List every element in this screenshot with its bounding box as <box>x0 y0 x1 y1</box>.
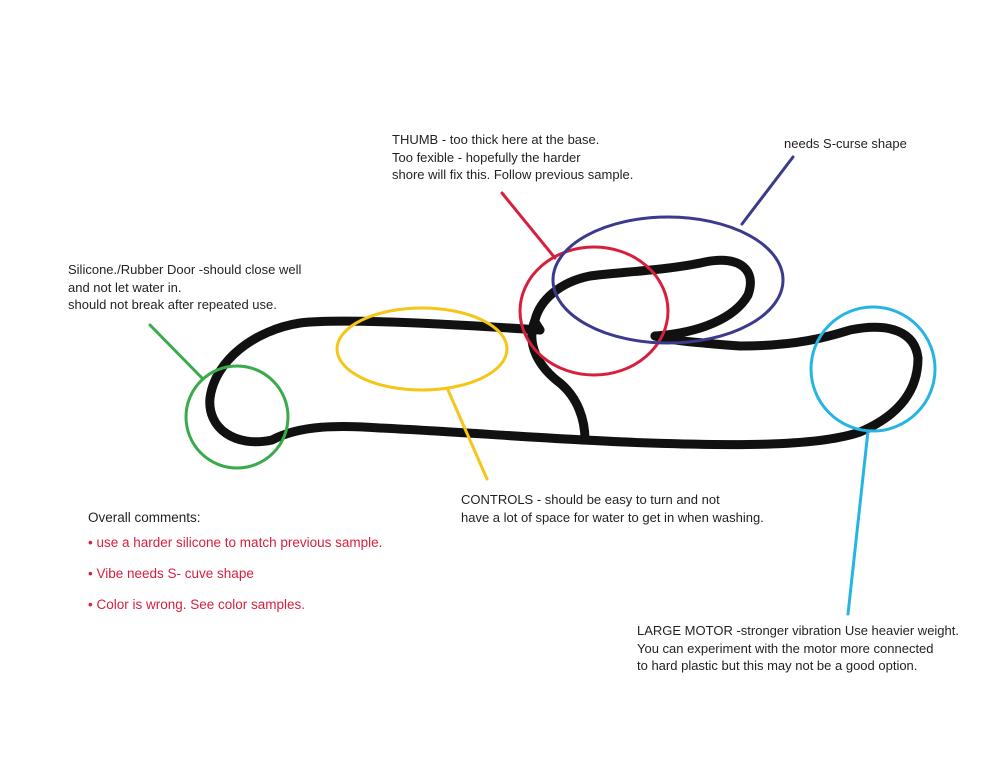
controls-marker-ellipse <box>335 306 509 392</box>
s-curve-marker-ellipse <box>551 215 785 345</box>
motor-note: LARGE MOTOR -stronger vibration Use heav… <box>637 622 959 675</box>
overall-comment-item: • use a harder silicone to match previou… <box>88 535 383 550</box>
door-note-line: Silicone./Rubber Door -should close well <box>68 262 302 277</box>
callout-markers <box>148 155 937 616</box>
motor-note-line: You can experiment with the motor more c… <box>637 640 934 656</box>
s-curve-leader-line <box>740 155 795 226</box>
thumb-note-line: Too fexible - hopefully the harder <box>392 149 581 165</box>
s-curve-note-line: needs S-curse shape <box>784 136 907 151</box>
door-note: Silicone./Rubber Door -should close well… <box>68 261 301 314</box>
motor-note-line: to hard plastic but this may not be a go… <box>637 658 918 673</box>
thumb-leader-line <box>500 191 557 260</box>
thumb-note: THUMB - too thick here at the base. Too … <box>392 131 633 184</box>
thumb-note-line: shore will fix this. Follow previous sam… <box>392 167 634 182</box>
door-note-line: and not let water in. <box>68 279 182 295</box>
thumb-outline <box>527 255 755 445</box>
motor-note-line: LARGE MOTOR -stronger vibration Use heav… <box>637 623 959 638</box>
controls-note-line: have a lot of space for water to get in … <box>461 509 764 525</box>
motor-marker-circle <box>809 305 937 433</box>
product-outline <box>205 255 923 450</box>
overall-comment-item: • Vibe needs S- cuve shape <box>88 566 254 581</box>
controls-note: CONTROLS - should be easy to turn and no… <box>461 491 764 526</box>
overall-comments-heading: Overall comments: <box>88 510 201 525</box>
thumb-note-line: THUMB - too thick here at the base. <box>392 132 600 147</box>
door-note-line: should not break after repeated use. <box>68 297 277 312</box>
motor-leader-line <box>846 429 870 616</box>
door-marker-circle <box>184 364 290 470</box>
overall-comments: Overall comments: • use a harder silicon… <box>88 510 382 628</box>
controls-note-line: CONTROLS - should be easy to turn and no… <box>461 492 720 507</box>
s-curve-note: needs S-curse shape <box>784 135 907 153</box>
controls-leader-line <box>446 388 489 481</box>
thumb-inner-tick <box>530 317 545 335</box>
door-leader-line <box>148 323 204 380</box>
overall-comment-item: • Color is wrong. See color samples. <box>88 597 306 612</box>
thumb-marker-circle <box>518 245 670 377</box>
